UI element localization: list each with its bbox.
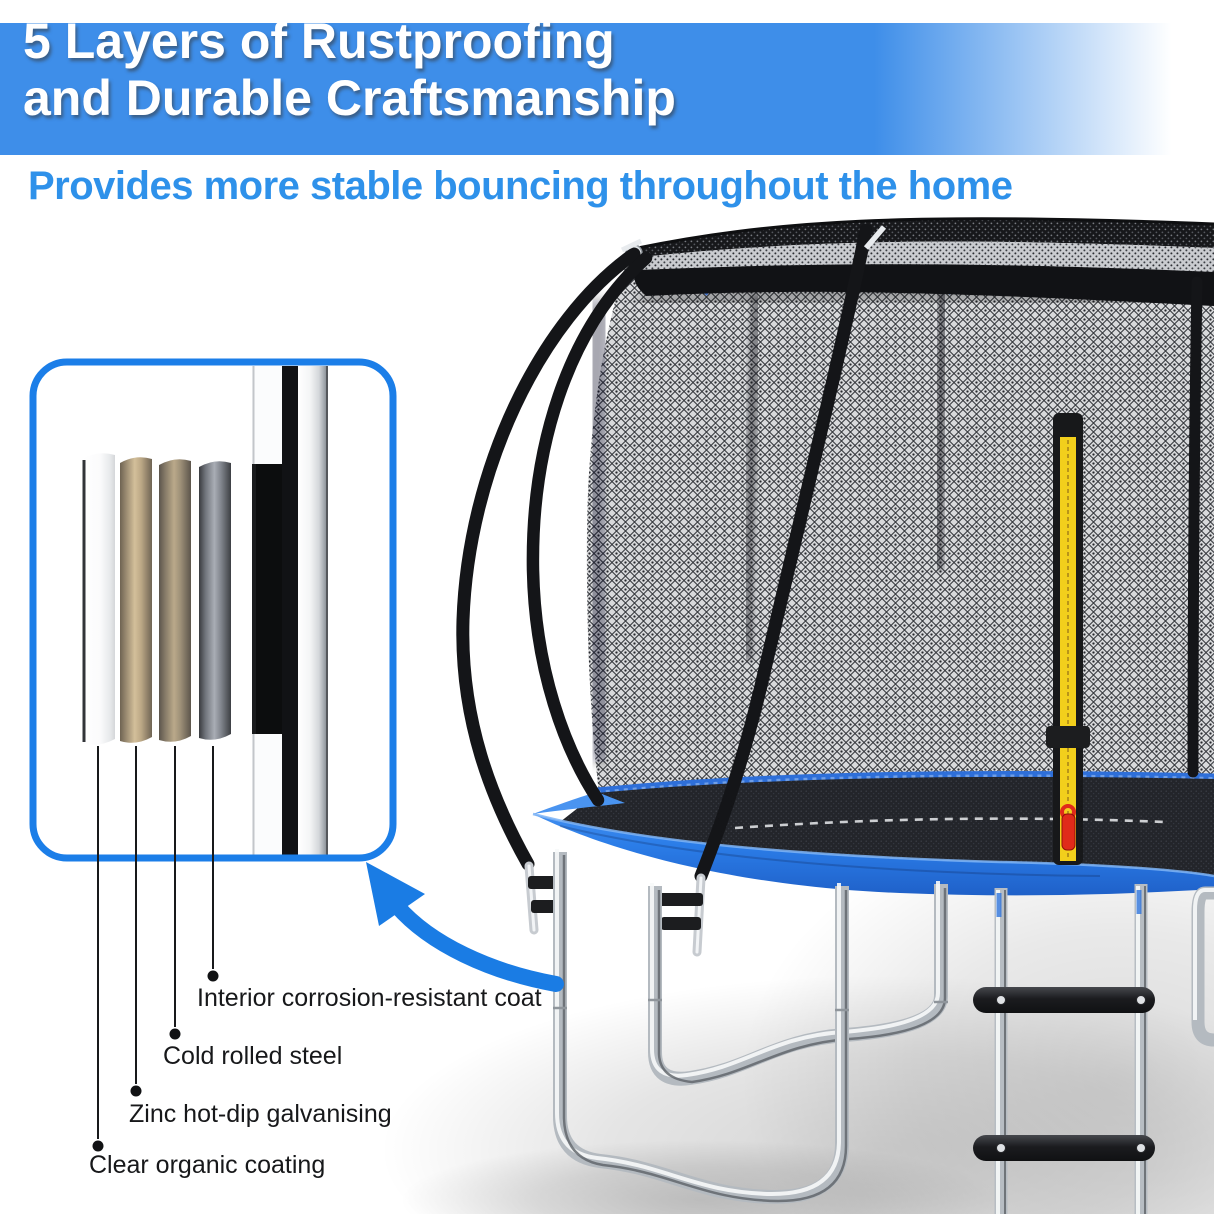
enclosure-pole [526,251,653,807]
ladder-rail-reflection [996,890,1142,917]
pole-interior-cutaway [252,464,282,734]
strip-clear-organic-coating [82,453,115,745]
net-zipper [1046,413,1090,865]
rim-foam-roll [634,264,1214,306]
curved-arrow-icon [366,862,564,992]
title-line-1: 5 Layers of Rustproofing [23,13,615,69]
leader-dot [92,1140,104,1152]
page-title: 5 Layers of Rustproofing and Durable Cra… [23,13,676,127]
leg-joints [553,998,948,1012]
zipper-clamp [1046,726,1090,748]
front-u-leg [553,849,849,1204]
page-subtitle: Provides more stable bouncing throughout… [28,164,1013,208]
mat-stitching [734,817,1166,830]
zipper-pull [1061,813,1076,851]
net-top-rim [625,217,1214,306]
pad-highlight [532,812,1214,878]
safety-net [580,245,1214,793]
callout-leader-lines [97,746,214,1139]
callout-label-interior-coat: Interior corrosion-resistant coat [197,984,542,1012]
pole-tips [620,225,887,253]
enclosure-poles [456,223,1203,957]
strip-interior-coat [199,461,231,740]
leader-dot [130,1085,142,1097]
title-line-2: and Durable Craftsmanship [23,70,676,126]
callout-label-cold-rolled-steel: Cold rolled steel [163,1042,343,1070]
strip-cold-rolled-steel [159,459,191,742]
net-left-shading [580,299,617,763]
right-edge-leg [1191,886,1214,1047]
enclosure-pole [694,223,873,883]
header-banner [0,23,1214,155]
ladder [973,884,1155,1214]
strip-zinc-galvanising [120,457,152,743]
callout-label-clear-organic-coating: Clear organic coating [89,1151,326,1179]
pad-back-edge-braid [596,774,1214,795]
enclosure-pole [456,247,641,871]
leader-dot [207,970,219,982]
callout-dots [92,970,219,1152]
rustproofing-inset-box [29,358,397,862]
ladder-step [973,1135,1155,1161]
frame-legs [553,849,1214,1204]
net-seam [741,294,763,661]
leader-dot [169,1028,181,1040]
enclosure-pole [1187,276,1203,778]
net-seam [932,267,950,571]
back-u-leg [648,881,948,1086]
pad-seam [559,825,1101,877]
zipper-tape [1060,437,1076,861]
coating-layer-strips [82,453,231,745]
ladder-step [973,987,1155,1013]
cutaway-pole [252,366,328,855]
callout-label-zinc-galvanising: Zinc hot-dip galvanising [129,1100,392,1128]
